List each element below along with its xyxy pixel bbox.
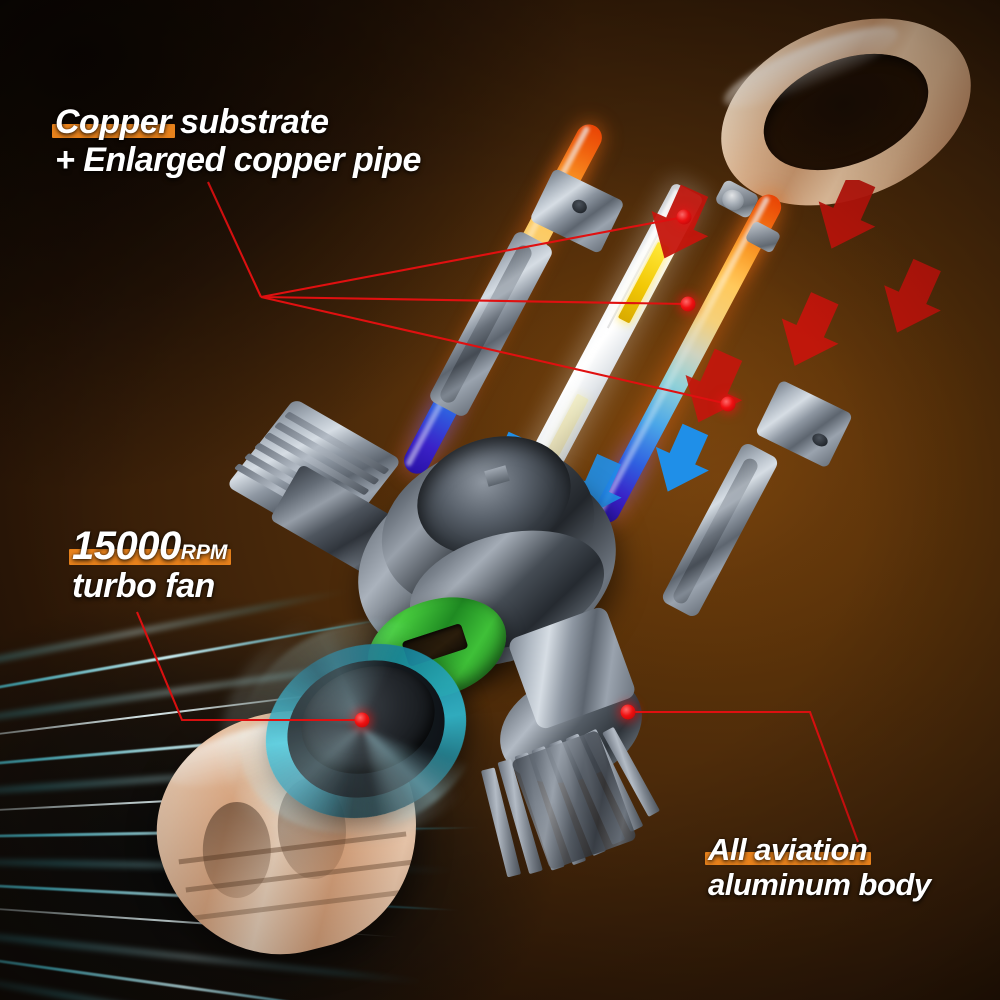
rpm-highlight-value: 15000RPM xyxy=(68,524,232,568)
callout-label-turbo-fan: 15000RPM turbo fan xyxy=(68,524,232,606)
copper-label-line-2: + Enlarged copper pipe xyxy=(55,141,421,180)
copper-label-line-1-rest: substrate xyxy=(171,103,329,141)
callout-label-aluminum-body: All aviation aluminum body xyxy=(704,832,931,902)
rpm-label-line-2: turbo fan xyxy=(72,567,215,606)
aluminum-highlight-word: All aviation xyxy=(704,832,872,867)
aluminum-label-line-2: aluminum body xyxy=(708,866,931,902)
rpm-number: 15000 xyxy=(72,524,181,568)
rpm-label-line-1: 15000RPM xyxy=(68,524,232,568)
rpm-unit: RPM xyxy=(180,541,228,564)
callout-label-copper-substrate: Copper substrate + Enlarged copper pipe xyxy=(52,103,421,180)
copper-highlight-word: Copper xyxy=(52,103,175,141)
copper-label-line-1: Copper substrate xyxy=(52,103,421,141)
aluminum-label-line-1: All aviation xyxy=(704,832,931,867)
